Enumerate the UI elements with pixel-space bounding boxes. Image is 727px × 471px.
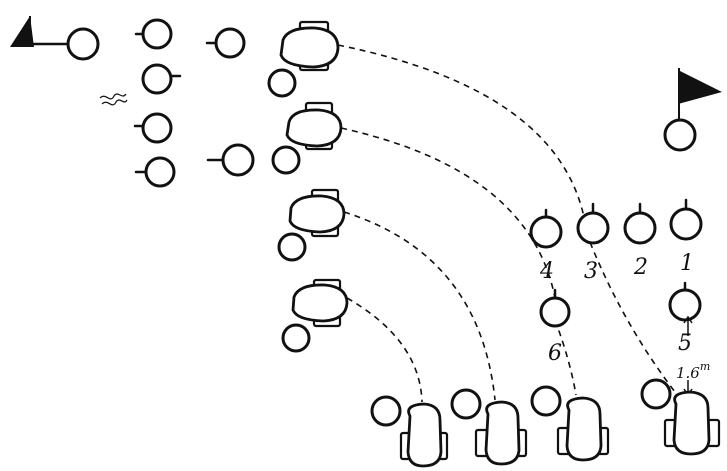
person-icon — [141, 63, 182, 95]
person-icon — [669, 198, 703, 241]
drummer-4-start — [281, 278, 349, 353]
person-icon — [529, 208, 563, 249]
distance-label: 1.6m — [676, 360, 710, 382]
right-flag-icon — [678, 68, 722, 122]
person-icon — [663, 118, 697, 152]
position-label-3: 3 — [584, 259, 598, 284]
person-icon — [539, 288, 571, 328]
position-label-6: 6 — [548, 341, 562, 366]
position-label-4: 4 — [539, 259, 554, 284]
drummer-final-4 — [640, 378, 721, 456]
person-icon — [133, 112, 173, 144]
drummer-1-start — [267, 20, 340, 98]
drummer-final-1 — [370, 395, 449, 468]
person-icon — [206, 143, 255, 177]
drummer-3-start — [277, 188, 346, 262]
person-icon — [134, 156, 176, 188]
drummer-2-start — [271, 101, 343, 175]
drummer-final-2 — [450, 388, 528, 466]
movement-paths — [337, 44, 676, 403]
position-label-5: 5 — [678, 331, 692, 356]
left-flag-icon — [10, 16, 68, 47]
left-group — [66, 18, 255, 188]
position-label-2: 2 — [633, 255, 648, 280]
arrow-up-icon — [683, 315, 693, 336]
position-label-1: 1 — [680, 251, 694, 276]
scribble-mark — [99, 93, 128, 106]
person-icon — [576, 202, 610, 245]
person-icon — [134, 18, 173, 50]
right-group: 4 3 2 1 5 6 1.6m — [529, 118, 710, 397]
person-icon — [205, 27, 246, 59]
person-icon — [668, 281, 702, 322]
drummer-final-3 — [530, 385, 610, 462]
person-icon — [66, 27, 100, 61]
person-icon — [623, 202, 657, 245]
